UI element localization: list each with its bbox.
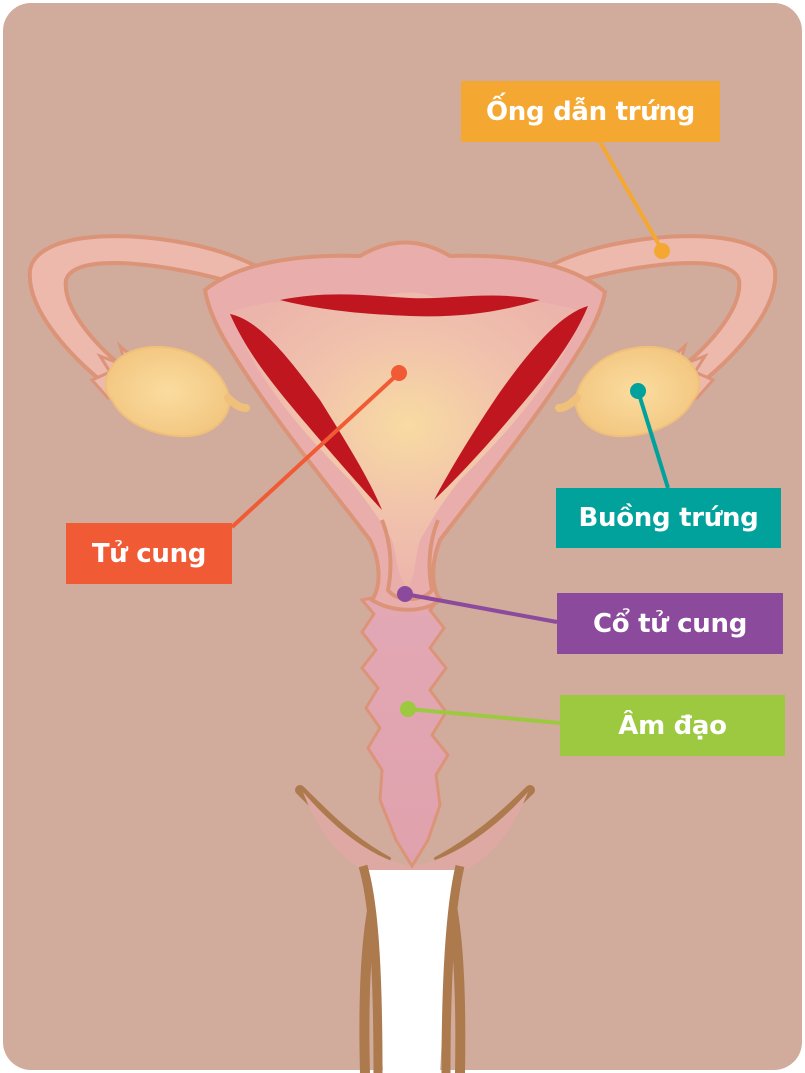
label-uterus: Tử cung (66, 523, 232, 584)
marker-ovary (630, 383, 646, 399)
marker-cervix (397, 586, 413, 602)
label-cervix: Cổ tử cung (557, 593, 783, 654)
marker-vagina (400, 701, 416, 717)
marker-uterus (391, 365, 407, 381)
marker-fallopian-tube (654, 243, 670, 259)
label-ovary: Buồng trứng (556, 488, 781, 548)
label-vagina: Âm đạo (560, 695, 785, 756)
label-fallopian-tube: Ống dẫn trứng (461, 81, 720, 142)
